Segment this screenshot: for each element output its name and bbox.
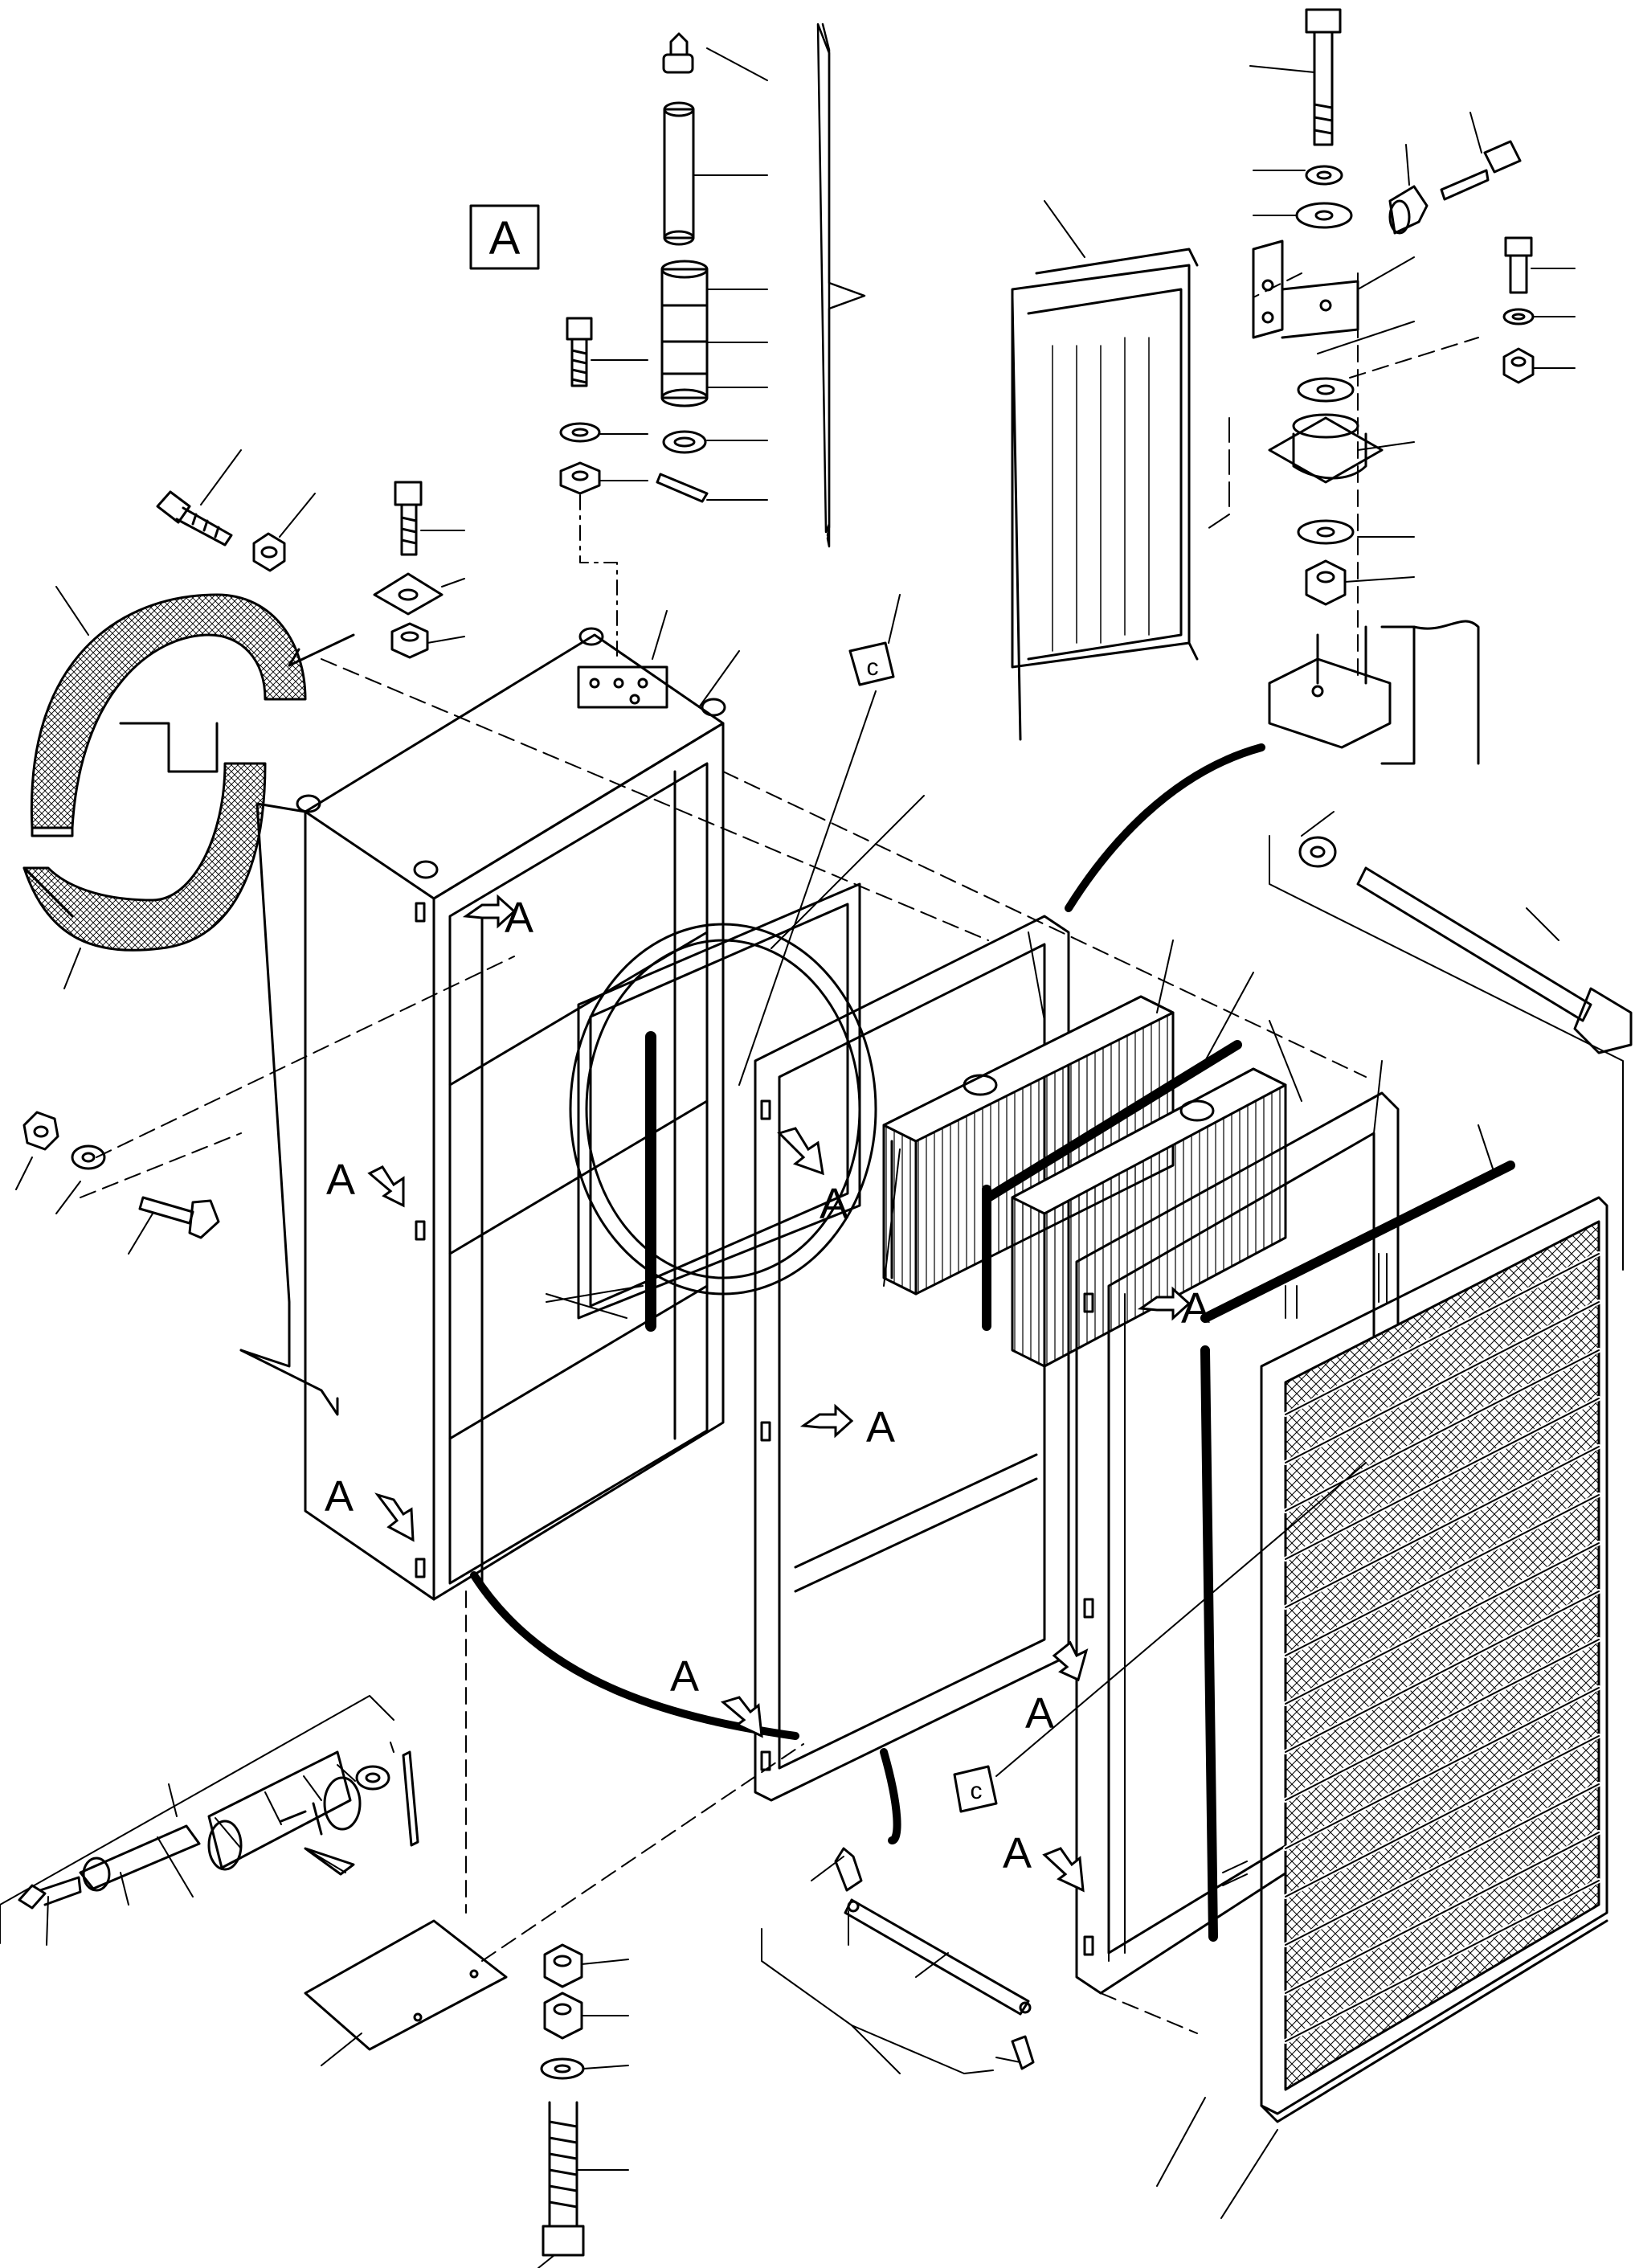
reference-callouts: A A A A A A A A A	[325, 894, 1210, 1893]
callout-a-5: A	[866, 1403, 895, 1451]
bolt-nut-left	[156, 490, 286, 572]
nut-washer-bolt-left	[22, 1111, 220, 1239]
mount-bolt-stack	[1295, 8, 1353, 229]
front-grille	[1260, 1196, 1608, 2123]
bolt-plate-nut-stack	[373, 481, 443, 659]
callout-a-1: A	[505, 894, 533, 942]
cooler-core-1	[882, 995, 1175, 1296]
callout-a-3: A	[325, 1472, 354, 1521]
long-tie-bolt	[1298, 836, 1633, 1054]
callout-a-7: A	[1181, 1284, 1210, 1333]
callout-a-8: A	[1025, 1689, 1054, 1738]
radiator-housing	[239, 627, 726, 1601]
bolt-washer-nut-stack	[559, 317, 601, 495]
clip-c-bottom: c	[953, 1765, 998, 1813]
small-bolt-stack-right	[1502, 236, 1535, 384]
radiator-frame-1	[754, 915, 1070, 1802]
svg-text:c: c	[867, 654, 879, 681]
hinge-pin-stack	[656, 32, 709, 503]
radiator-core	[1011, 248, 1199, 741]
cooler-core-2	[1011, 1067, 1287, 1368]
callout-a-2: A	[326, 1156, 355, 1204]
link-arm	[834, 1847, 1035, 2070]
bottom-bolt-stack	[540, 1943, 585, 2257]
bushing-bolt	[1388, 140, 1522, 235]
fan-guard-upper	[30, 593, 307, 837]
callout-a-4: A	[820, 1180, 848, 1228]
detail-a-tag: A	[489, 212, 521, 264]
svg-text:c: c	[971, 1778, 983, 1804]
cover-plate	[304, 1919, 508, 2051]
fan-guard-lower	[22, 762, 267, 952]
clip-c-top: c	[848, 641, 895, 686]
callout-a-6: A	[670, 1652, 699, 1701]
chassis-mount-fragment	[1268, 620, 1480, 765]
fan-ring	[569, 882, 877, 1332]
rubber-mount	[1268, 377, 1384, 606]
callout-a-9: A	[1003, 1829, 1032, 1877]
hinge-pin-assembly-bottom	[18, 1750, 419, 1910]
